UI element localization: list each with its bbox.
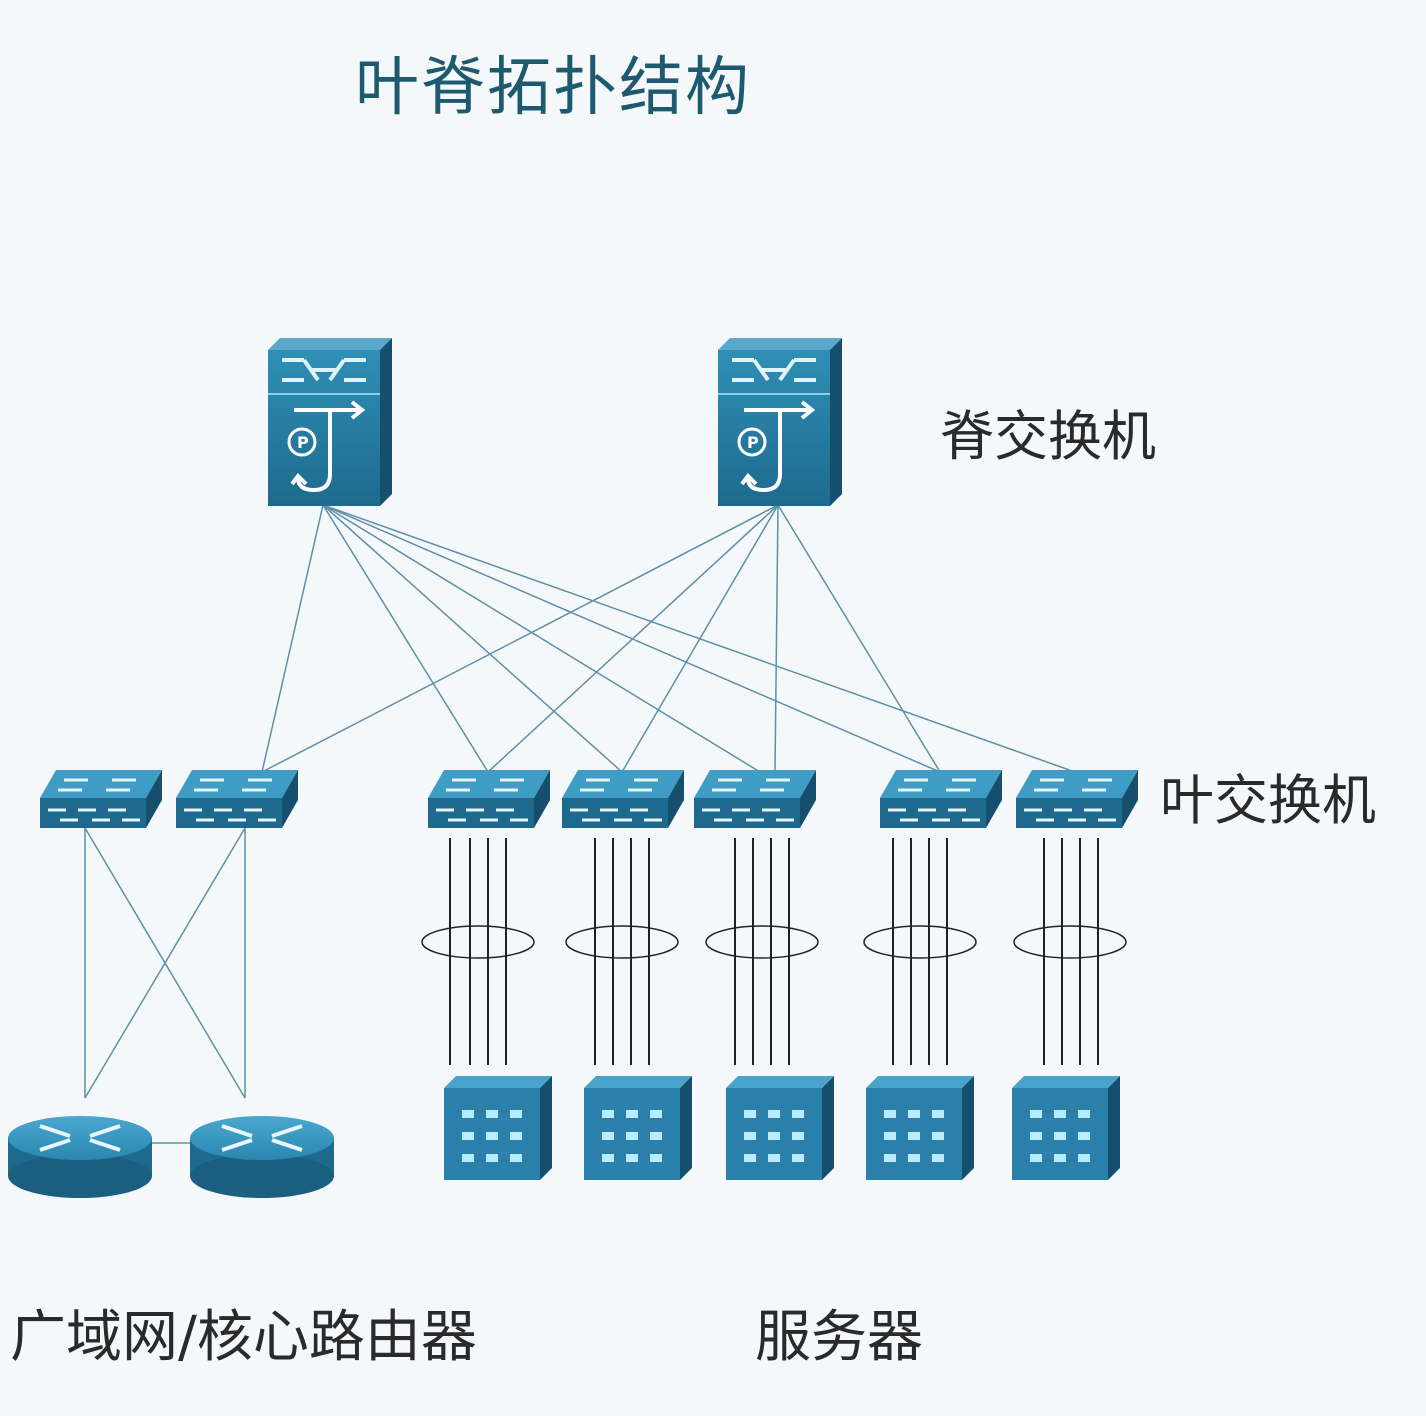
svg-text:P: P <box>297 433 309 452</box>
spine-switch-2: P <box>718 338 842 506</box>
spine-switch-label: 脊交换机 <box>940 405 1156 468</box>
router-arrows-icon <box>221 1124 303 1152</box>
server-cable-bundles <box>421 838 1127 1065</box>
cable-bundle-5 <box>1013 838 1127 1065</box>
link-spine2-leaf2 <box>261 504 779 773</box>
leaf-switch-7 <box>1016 770 1138 828</box>
leaf-switch-1 <box>40 770 162 828</box>
link-spine1-leaf7 <box>322 504 1076 773</box>
spine-switch-1: P <box>268 338 392 506</box>
link-spine2-leaf4 <box>621 504 779 773</box>
server-3 <box>726 1076 834 1180</box>
link-aggregation-ring <box>421 925 535 959</box>
leaf-router-links <box>84 827 246 1144</box>
server-1 <box>444 1076 552 1180</box>
link-spine1-leaf3 <box>322 504 489 773</box>
router-label: 广域网/核心路由器 <box>10 1305 477 1370</box>
leaf-switch-6 <box>880 770 1002 828</box>
leaf-switch-3 <box>428 770 550 828</box>
routing-arrow-icon <box>287 400 366 493</box>
leaf-switch-label: 叶交换机 <box>1160 769 1376 832</box>
cable-bundle-4 <box>863 838 977 1065</box>
cable-bundle-2 <box>565 838 679 1065</box>
spine-leaf-links <box>261 504 1076 773</box>
link-aggregation-ring <box>863 925 977 959</box>
leaf-switch-5 <box>694 770 816 828</box>
leaf-switch-2 <box>176 770 298 828</box>
link-spine1-leaf2 <box>261 504 324 773</box>
link-spine1-leaf4 <box>322 504 623 773</box>
link-spine2-leaf5 <box>774 504 779 773</box>
leaf-switch-4 <box>562 770 684 828</box>
routing-arrow-icon <box>737 400 816 493</box>
cable-bundle-3 <box>705 838 819 1065</box>
server-2 <box>584 1076 692 1180</box>
server-4 <box>866 1076 974 1180</box>
diagram-title: 叶脊拓扑结构 <box>355 51 751 125</box>
link-aggregation-ring <box>705 925 819 959</box>
link-spine2-leaf3 <box>487 504 779 773</box>
link-spine1-leaf5 <box>322 504 761 773</box>
link-aggregation-ring <box>1013 925 1127 959</box>
link-spine1-leaf6 <box>322 504 941 773</box>
svg-text:P: P <box>747 433 759 452</box>
link-leaf2-router1 <box>84 827 246 1099</box>
cable-bundle-1 <box>421 838 535 1065</box>
link-spine2-leaf6 <box>777 504 941 773</box>
link-aggregation-ring <box>565 925 679 959</box>
server-label: 服务器 <box>755 1305 923 1370</box>
router-arrows-icon <box>39 1124 121 1152</box>
router-2 <box>190 1116 334 1198</box>
server-5 <box>1012 1076 1120 1180</box>
router-1 <box>8 1116 152 1198</box>
